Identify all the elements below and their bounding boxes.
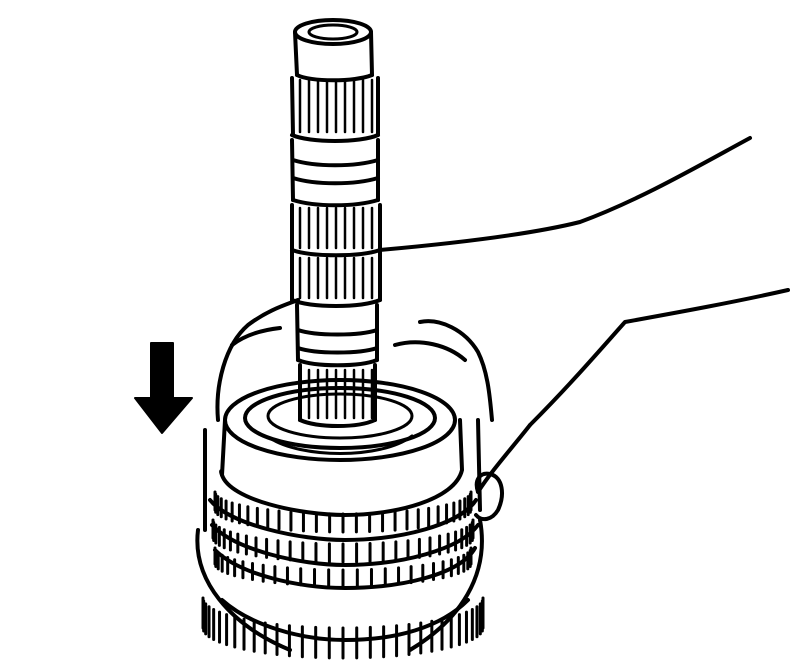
- gear-assembly-icon: [195, 378, 484, 652]
- arrow-down-icon: [134, 342, 193, 434]
- shaft-icon: [290, 18, 382, 428]
- shaft-splines: [298, 78, 374, 420]
- gear-teeth: [201, 490, 485, 660]
- hand-icon: [215, 136, 790, 522]
